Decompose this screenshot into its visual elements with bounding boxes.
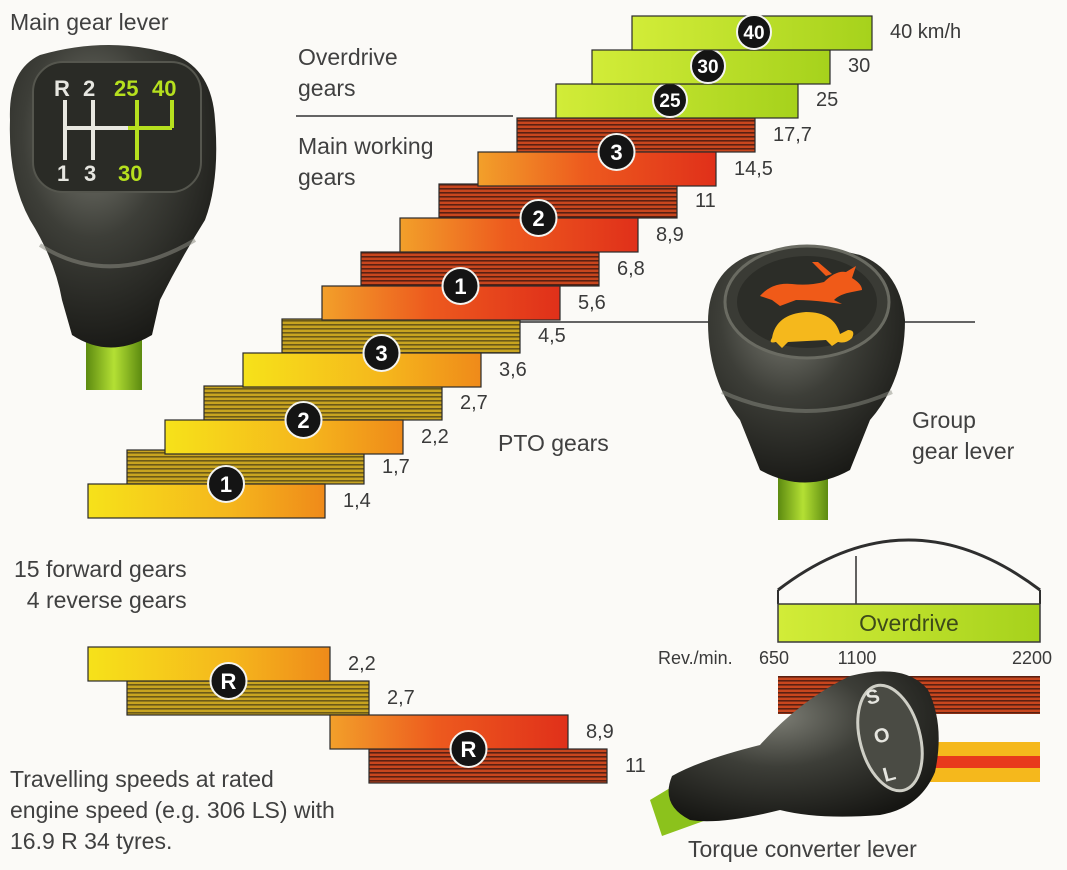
gear-badge-30: 30 — [690, 48, 726, 84]
svg-text:40: 40 — [743, 23, 764, 44]
svg-text:3: 3 — [610, 140, 622, 165]
gear-bar-overdrive-25: 25 — [555, 82, 799, 119]
reverse-bar-1: R — [87, 646, 370, 716]
gear-bar-overdrive-40: 40 — [631, 14, 873, 51]
gear-bar-main-working-2: 2 — [399, 183, 678, 253]
speed-label-11: 11 — [695, 190, 716, 212]
group-gear-lever-label: Group gear lever — [912, 407, 1015, 464]
forward-speed-bars: 1 2 3 1 2 3 25 30 40 — [87, 14, 873, 519]
svg-text:25: 25 — [659, 91, 681, 112]
gear-badge-1: 1 — [207, 465, 245, 503]
overdrive-band — [777, 603, 1041, 643]
speed-label-2-2: 2,2 — [421, 426, 449, 448]
gear-bar-main-working-1: 1 — [321, 251, 600, 321]
gear-badge-3: 3 — [597, 133, 636, 171]
main-gear-lever-knob: R 2 25 40 1 3 30 — [9, 45, 217, 390]
converter-mark-l: L — [881, 762, 898, 786]
gear-bar-pto-3: 3 — [242, 318, 521, 388]
svg-text:30: 30 — [697, 57, 718, 78]
tyre-note: Travelling speeds at rated engine speed … — [10, 766, 335, 854]
pto-gears-label: PTO gears — [498, 430, 609, 456]
shift-label-2: 2 — [83, 76, 95, 101]
rev-tick-1100: 1100 — [838, 648, 877, 668]
reverse-speed-label-2-7: 2,7 — [387, 687, 415, 709]
rev-tick-2200: 2200 — [1012, 648, 1052, 668]
reverse-speed-label-11: 11 — [625, 755, 646, 777]
speed-label-30: 30 — [848, 55, 871, 77]
reverse-badge-2: R — [449, 730, 488, 768]
gear-badge-40: 40 — [736, 14, 772, 50]
gear-badge-1: 1 — [441, 267, 480, 305]
torque-converter-lever-label: Torque converter lever — [688, 836, 917, 862]
svg-text:3: 3 — [375, 341, 387, 366]
speed-label-4-5: 4,5 — [538, 325, 566, 347]
gear-badge-25: 25 — [652, 82, 688, 118]
speed-label-14-5: 14,5 — [734, 158, 773, 180]
speed-label-2-7: 2,7 — [460, 392, 488, 414]
gear-badge-2: 2 — [519, 199, 558, 237]
main-working-gears-label: Main working gears — [298, 133, 434, 190]
shift-label-r: R — [54, 76, 70, 101]
rev-tick-650: 650 — [759, 648, 789, 668]
tortoise-icon — [770, 312, 854, 348]
reverse-badge-1: R — [209, 662, 248, 700]
reverse-speed-label-2-2: 2,2 — [348, 653, 376, 675]
reverse-speed-bars: RR — [87, 646, 608, 784]
torque-converter-graphic: Overdrive Rev./min. 650 1100 2200 S O L — [650, 538, 1052, 836]
torque-converter-lever-knob: S O L — [650, 671, 939, 836]
reverse-speed-label-8-9: 8,9 — [586, 721, 614, 743]
overdrive-gears-label: Overdrive gears — [298, 44, 398, 101]
overdrive-band-label: Overdrive — [859, 610, 959, 636]
hare-icon — [760, 262, 862, 306]
svg-text:2: 2 — [532, 206, 544, 231]
gear-badge-2: 2 — [284, 401, 323, 439]
speed-label-6-8: 6,8 — [617, 258, 645, 280]
converter-mark-s: S — [864, 685, 883, 710]
group-gear-lever-knob — [708, 244, 905, 520]
gear-bar-overdrive-30: 30 — [591, 48, 831, 85]
main-gear-lever-label: Main gear lever — [10, 9, 169, 35]
converter-mark-o: O — [872, 724, 893, 749]
svg-text:R: R — [221, 669, 237, 694]
speed-label-1-7: 1,7 — [382, 456, 410, 478]
svg-text:1: 1 — [220, 472, 232, 497]
svg-text:2: 2 — [297, 408, 309, 433]
reverse-bar-2: R — [329, 714, 608, 784]
gear-bar-main-working-3: 3 — [477, 117, 756, 187]
shift-label-3: 3 — [84, 161, 96, 186]
speed-label-8-9: 8,9 — [656, 224, 684, 246]
shift-label-25: 25 — [114, 76, 138, 101]
gear-bar-pto-2: 2 — [164, 385, 443, 455]
speed-label-17-7: 17,7 — [773, 124, 812, 146]
shift-label-1: 1 — [57, 161, 69, 186]
shift-label-30: 30 — [118, 161, 142, 186]
gear-bar-pto-1: 1 — [87, 449, 365, 519]
speed-label-40-km-h: 40 km/h — [890, 21, 962, 43]
shift-label-40: 40 — [152, 76, 176, 101]
speed-label-5-6: 5,6 — [578, 292, 606, 314]
speed-label-3-6: 3,6 — [499, 359, 527, 381]
speed-label-1-4: 1,4 — [343, 490, 371, 512]
speed-label-25: 25 — [816, 89, 839, 111]
rev-axis-prefix: Rev./min. — [658, 648, 733, 668]
svg-text:R: R — [461, 737, 477, 762]
gear-badge-3: 3 — [362, 334, 401, 372]
torque-curve — [777, 538, 1041, 592]
svg-text:1: 1 — [454, 274, 466, 299]
gear-count-label: 15 forward gears 4 reverse gears — [14, 556, 187, 613]
